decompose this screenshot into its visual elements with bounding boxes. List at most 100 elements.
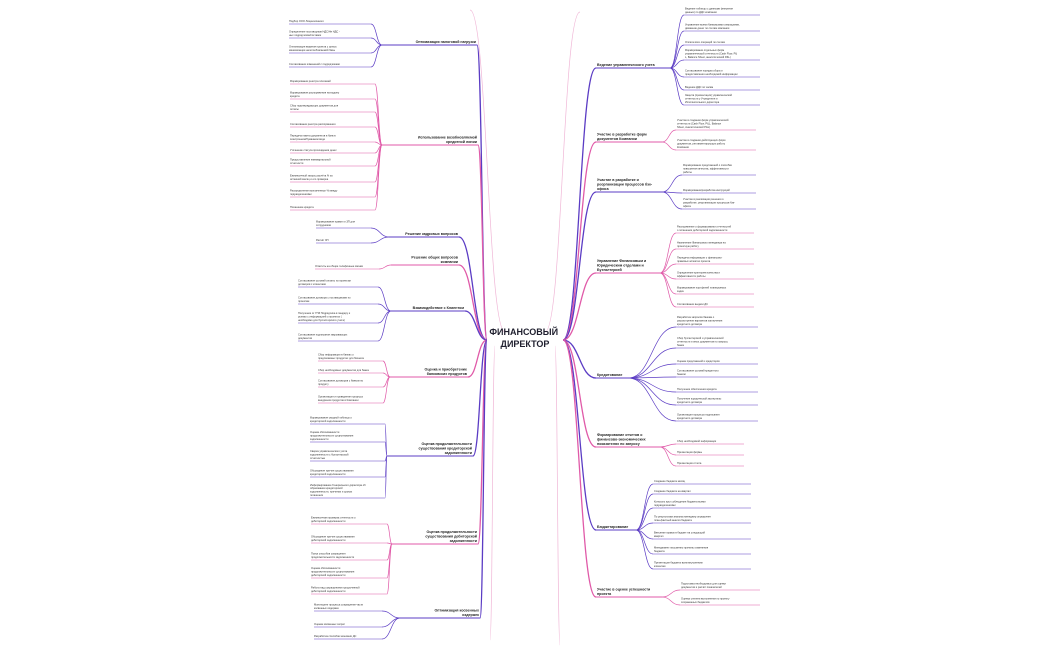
leaf-node-line: управленческой отчетности (Cash Flow, P& — [685, 52, 737, 56]
branch-node[interactable]: Кредитование — [597, 373, 622, 377]
leaf-node[interactable]: Оценка косвенных затрат — [314, 622, 346, 626]
branch-node[interactable]: Оптимизация налоговой нагрузки — [416, 40, 476, 44]
leaf-node[interactable]: Формирование реестра платежей — [290, 79, 331, 83]
branch-node[interactable]: Решение кадровых вопросов — [405, 232, 458, 236]
leaf-node[interactable]: Согласование изменений с подрядчиками — [289, 62, 340, 66]
leaf-node[interactable]: Разработка способов экономии ДС — [314, 634, 356, 638]
leaf-node[interactable]: Подбор ООО Лицензионного — [289, 19, 324, 23]
leaf-node[interactable]: Создание бюджета на квартал — [654, 489, 691, 493]
leaf-node[interactable]: Информирование Генерального директора об… — [310, 483, 366, 497]
leaf-node-line: истекший месяц и его проверка — [290, 177, 329, 181]
leaf-node[interactable]: Презентация отчета — [677, 461, 702, 465]
leaf-node[interactable]: Уточнение статуса прохождения денег — [290, 148, 337, 152]
leaf-node[interactable]: Сбор необходимой информации — [677, 439, 717, 443]
branch-node[interactable]: Бюджетирование — [597, 525, 628, 529]
branch-node-line: Использование возобновляемой — [418, 135, 477, 139]
leaf-node[interactable]: Передача информации о финансово-правовых… — [677, 256, 722, 263]
leaf-node[interactable]: Оценка предложений и кредиторов — [677, 359, 720, 363]
leaf-node[interactable]: Создание бюджета месяц — [654, 479, 686, 483]
leaf-node[interactable]: Управление всеми банковскими операциями,… — [685, 23, 740, 30]
leaf-node[interactable]: Определение поставщиков НДС/Не НДС -ных … — [289, 30, 340, 37]
leaf-node[interactable]: Ответить на общие телефонные звонки — [315, 264, 364, 268]
leaf-node[interactable]: Презентация формы — [677, 450, 702, 454]
leaf-node[interactable]: Оплата всех операций по счетам — [685, 40, 725, 44]
leaf-node[interactable]: Погашение кредита — [290, 205, 314, 209]
leaf-node[interactable]: Ведение ДДС по часам — [685, 85, 713, 89]
leaf-connector — [659, 263, 677, 274]
leaf-node-line: Оплата всех операций по счетам — [685, 40, 725, 44]
leaf-node-line: Определение поставщиков НДС/Не НДС - — [289, 30, 340, 34]
leaf-node[interactable]: По результатам анализа менеджер определя… — [654, 515, 712, 522]
branch-node[interactable]: Ведение управленческого учета — [597, 63, 656, 67]
leaf-node[interactable]: Получение обеспечения кредита — [677, 387, 717, 391]
leaf-node[interactable]: Сбор необходимых документов для банка — [318, 368, 369, 372]
branch-node[interactable]: Взаимодействие с Клиентом — [413, 306, 465, 310]
leaf-node-line: Уточнение статуса прохождения денег — [290, 148, 337, 152]
leaf-node[interactable]: Согласование реестра распоряжения — [290, 122, 336, 126]
leaf-node[interactable]: Формирование/разработка инструкций — [683, 188, 730, 192]
central-topic-title[interactable]: ФИНАНСОВЫЙ ДИРЕКТОР — [489, 326, 560, 349]
leaf-node[interactable]: Согласование выдачи ДС — [677, 302, 708, 306]
leaf-node[interactable]: Расчёт ЗП — [316, 238, 329, 242]
